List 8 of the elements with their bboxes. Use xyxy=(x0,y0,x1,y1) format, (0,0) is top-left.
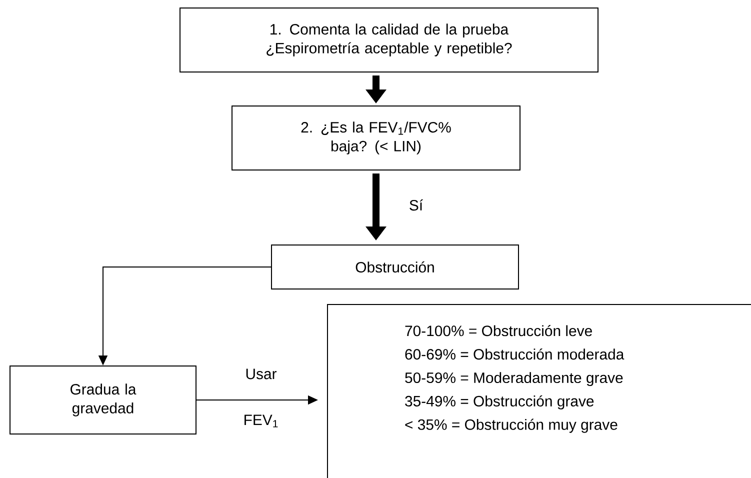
edge-label: Sí xyxy=(410,199,423,211)
process-box: 1. Comenta la calidad de la prueba ¿Espirometría aceptable y repetible? xyxy=(180,8,598,72)
process-box: Gradua la gravedad xyxy=(10,366,196,434)
process-box: Obstrucción xyxy=(271,244,519,290)
grading-box: 70-100% = Obstrucción leve 60-69% = Obstrucción moderada 50-59% = Moderadamente grave 35-49% = Obstrucción grave < 35% = Obstrucción muy grave xyxy=(327,304,751,478)
label-text: FEV$_{1}$ xyxy=(244,414,278,428)
edge-label: Usar xyxy=(246,368,277,380)
process-box: 2. ¿Es la FEV$_{1}$/FVC% baja? (< LIN) xyxy=(232,106,520,170)
